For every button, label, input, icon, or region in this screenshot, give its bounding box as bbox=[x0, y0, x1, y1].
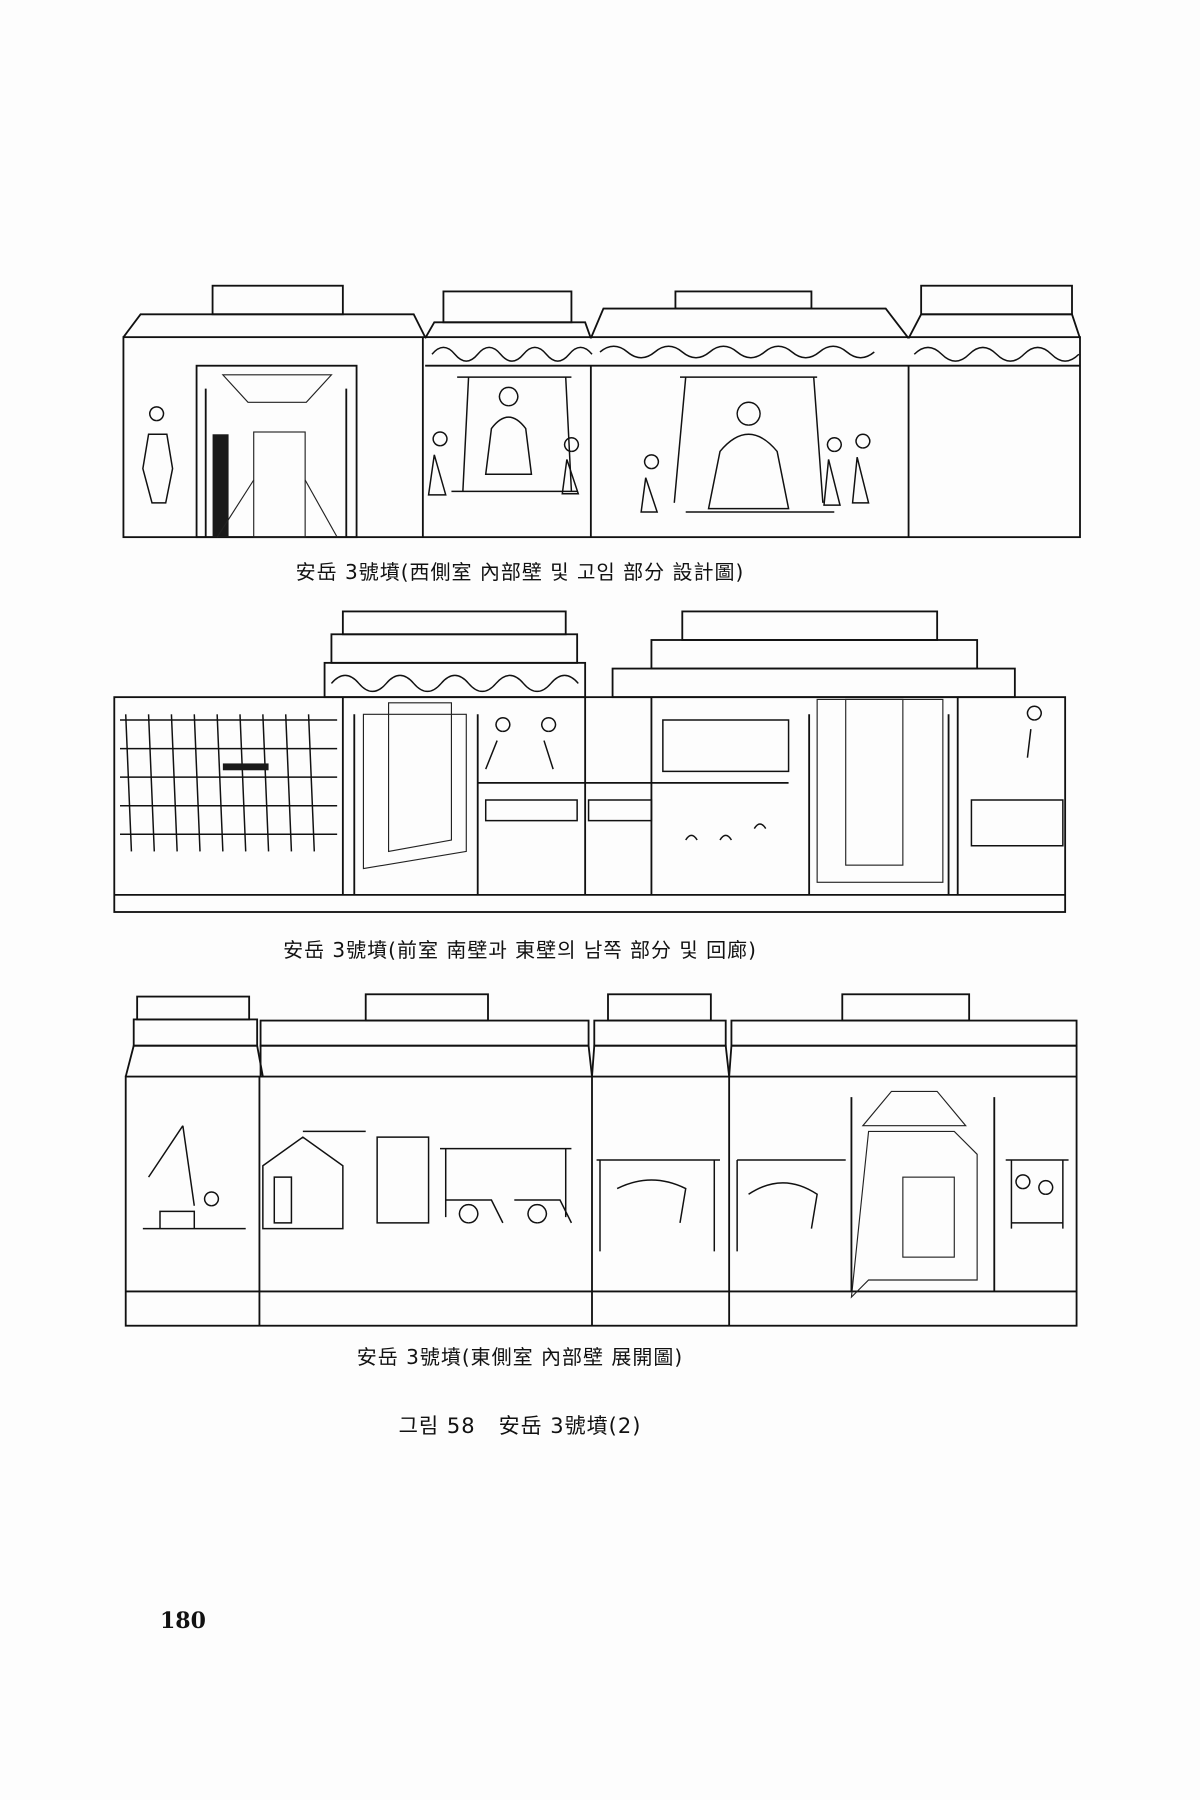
figure-title: 그림 58 安岳 3號墳(2) bbox=[398, 1414, 642, 1438]
panel-west-side-chamber bbox=[122, 284, 1081, 539]
caption-front-chamber: 安岳 3號墳(前室 南壁과 東壁의 남쪽 部分 및 回廊) bbox=[283, 938, 757, 962]
panel-front-chamber bbox=[113, 610, 1067, 913]
caption-east-side-chamber: 安岳 3號墳(東側室 內部壁 展開圖) bbox=[356, 1345, 684, 1369]
caption-west-side-chamber: 安岳 3號墳(西側室 內部壁 및 고임 部分 設計圖) bbox=[295, 560, 745, 584]
panel-east-side-chamber bbox=[124, 993, 1078, 1327]
page-number: 180 bbox=[160, 1608, 206, 1634]
